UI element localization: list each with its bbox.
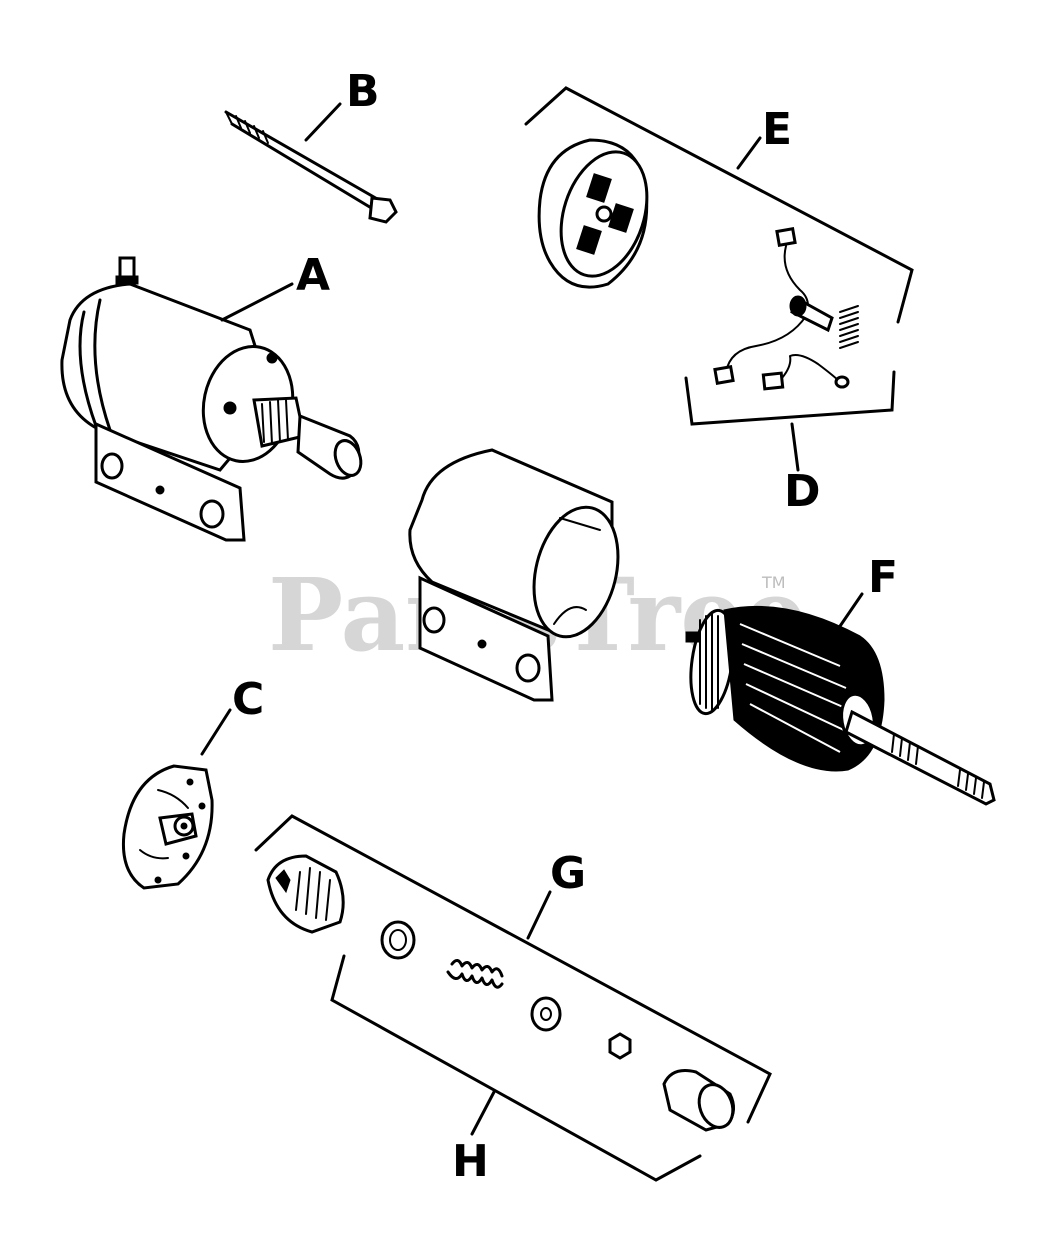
leader-f xyxy=(834,592,864,634)
thru-bolt-icon xyxy=(224,110,398,224)
part-h-drive-kit-bracket[interactable]: H xyxy=(330,954,702,1187)
bracket-h xyxy=(330,954,702,1182)
part-d-brush-kit[interactable]: D xyxy=(684,226,896,517)
leader-a xyxy=(220,282,294,322)
bracket-d xyxy=(684,370,896,426)
part-c-drive-end-cap[interactable]: C xyxy=(121,674,264,890)
leader-e xyxy=(736,136,762,170)
commutator-end-cap-icon xyxy=(537,138,649,289)
part-f-armature[interactable]: F xyxy=(685,552,996,806)
callout-f[interactable]: F xyxy=(868,552,898,603)
callout-a[interactable]: A xyxy=(296,250,330,301)
starter-motor-assembly-icon xyxy=(60,256,363,542)
bracket-e xyxy=(524,86,914,324)
drive-kit-icon xyxy=(266,854,735,1132)
part-a-starter-motor[interactable]: A xyxy=(60,250,366,542)
drive-end-cap-icon xyxy=(121,764,214,890)
callout-h[interactable]: H xyxy=(452,1136,489,1187)
callout-b[interactable]: B xyxy=(346,66,380,117)
callout-c[interactable]: C xyxy=(232,674,264,725)
part-e-end-cap[interactable]: E xyxy=(524,86,914,324)
armature-icon xyxy=(685,605,996,806)
callout-g[interactable]: G xyxy=(550,848,586,899)
starter-housing[interactable] xyxy=(408,448,631,702)
leader-b xyxy=(304,102,342,142)
callout-e[interactable]: E xyxy=(762,104,792,155)
watermark-trademark: TM xyxy=(761,573,786,592)
part-g-drive-kit[interactable]: G xyxy=(254,814,772,1124)
starter-housing-icon xyxy=(408,448,620,702)
brush-terminal-kit-icon xyxy=(713,226,859,391)
leader-h xyxy=(470,1090,496,1136)
callout-d[interactable]: D xyxy=(784,466,821,517)
part-b-thru-bolt[interactable]: B xyxy=(224,66,398,224)
leader-d xyxy=(790,422,800,472)
leader-g xyxy=(526,890,552,940)
bracket-g xyxy=(254,814,772,1124)
leader-c xyxy=(200,708,232,756)
